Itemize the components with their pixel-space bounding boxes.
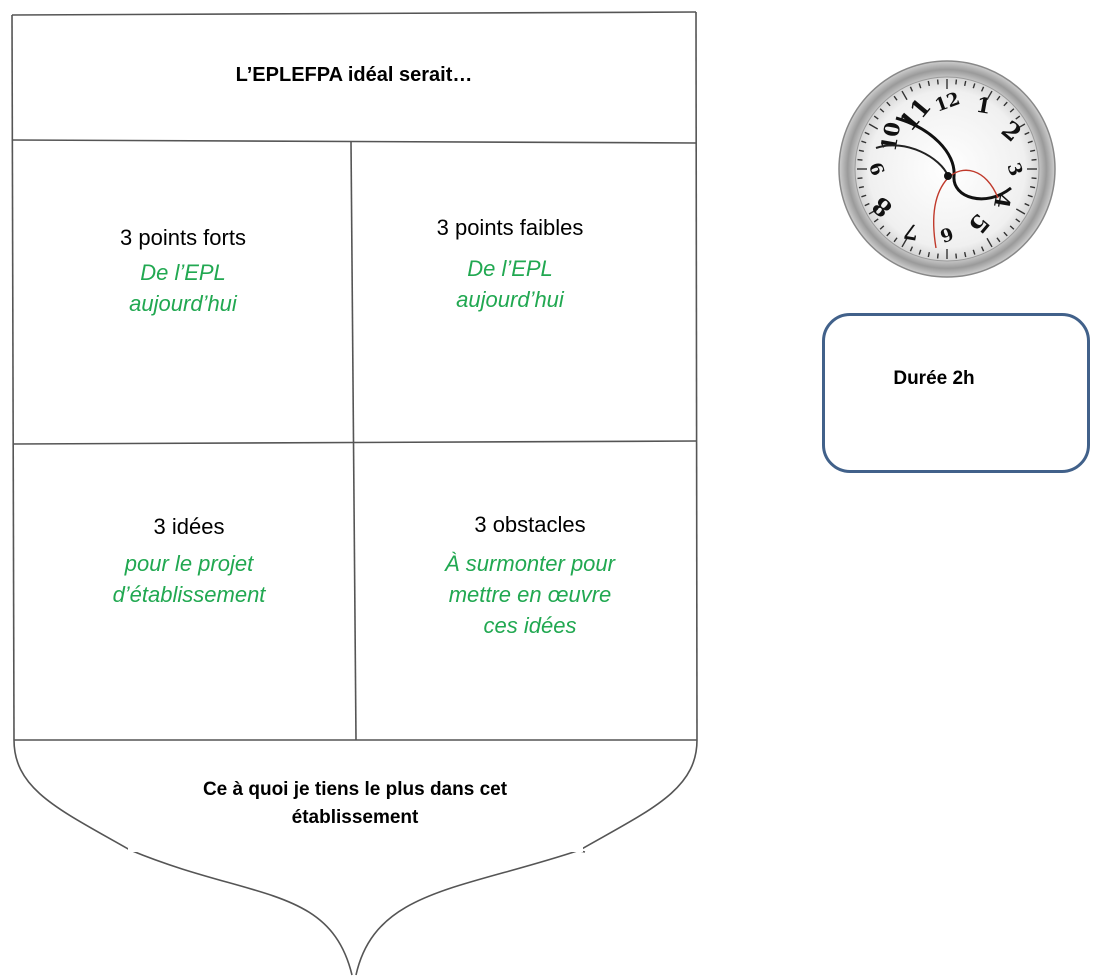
clock-tick	[879, 225, 885, 230]
clock-tick	[857, 158, 863, 161]
clock-tick	[861, 194, 867, 198]
cell-ideas-subtitle: pour le projet d’établissement	[14, 548, 364, 610]
clock-tick	[986, 237, 993, 248]
cell-weaknesses: 3 points faibles De l’EPL aujourd’hui	[330, 213, 690, 315]
clock-tick	[873, 218, 879, 223]
cell-strengths-title: 3 points forts	[120, 225, 246, 250]
clock-tick	[873, 115, 879, 120]
clock-tick	[1015, 123, 1026, 130]
clock-tick	[936, 253, 939, 259]
middle-divider	[12, 440, 698, 445]
clock-tick	[1003, 101, 1008, 107]
clock-tick	[1027, 194, 1033, 198]
clock-tick	[1015, 218, 1021, 223]
clock-tick	[918, 249, 922, 255]
clock-tick	[1015, 208, 1026, 215]
clock-tick	[986, 90, 993, 101]
clock-tick	[918, 83, 922, 89]
clock-tick	[927, 80, 931, 87]
clock-tick	[909, 246, 914, 252]
shield-top-border	[11, 11, 697, 16]
cell-weaknesses-subtitle-line: De l’EPL	[467, 256, 553, 281]
clock-tick	[1031, 177, 1037, 180]
clock-tick	[955, 253, 958, 259]
clock-tick	[963, 80, 967, 87]
cell-ideas-subtitle-line: d’établissement	[112, 582, 266, 607]
clock-tick	[927, 251, 931, 258]
clock-tick	[972, 249, 976, 255]
cell-strengths-subtitle-line: De l’EPL	[140, 260, 226, 285]
clock-tick	[864, 202, 870, 207]
clock-tick	[868, 123, 879, 130]
clock-number: 7	[902, 218, 921, 245]
cell-obstacles-subtitle-line: ces idées	[483, 613, 577, 638]
cell-obstacles: 3 obstacles À surmonter pour mettre en œ…	[360, 510, 700, 641]
clock-tick	[955, 79, 958, 85]
clock-tick	[1024, 202, 1030, 207]
clock-tick	[1015, 115, 1021, 120]
clock-tick	[1029, 149, 1036, 153]
cell-weaknesses-subtitle-line: aujourd’hui	[456, 287, 564, 312]
shield-bottom-line: Ce à quoi je tiens le plus dans cet	[202, 779, 508, 800]
duration-label: Durée 2h	[893, 368, 975, 389]
cell-ideas-subtitle-line: pour le projet	[124, 551, 254, 576]
clock-tick	[886, 101, 891, 107]
clock-number: 1	[974, 92, 993, 119]
cell-obstacles-subtitle: À surmonter pour mettre en œuvre ces idé…	[360, 548, 700, 641]
clock-tick	[893, 95, 898, 101]
clock-tick	[1027, 140, 1033, 144]
clock-tick	[936, 79, 939, 85]
shield-bottom-line: établissement	[291, 807, 419, 828]
shield-left-curve	[13, 739, 353, 976]
shield-right-border	[695, 11, 698, 741]
clock-tick	[1009, 108, 1015, 113]
cell-weaknesses-subtitle: De l’EPL aujourd’hui	[330, 253, 690, 315]
clock-tick	[858, 185, 865, 189]
clock-tick	[1003, 231, 1008, 237]
cell-strengths-subtitle: De l’EPL aujourd’hui	[14, 257, 352, 319]
cell-weaknesses-title: 3 points faibles	[436, 215, 584, 240]
clock-tick	[858, 149, 865, 153]
shield-right-curve	[355, 739, 698, 976]
clock-tick	[980, 86, 985, 92]
clock-tick	[980, 246, 985, 252]
shield-left-border	[11, 14, 15, 741]
clock-tick	[886, 231, 891, 237]
cell-obstacles-subtitle-line: mettre en œuvre	[448, 582, 612, 607]
clock-tick	[861, 140, 867, 144]
clock-tick	[868, 208, 879, 215]
clock-tick	[1029, 185, 1036, 189]
cell-obstacles-subtitle-line: À surmonter pour	[445, 551, 615, 576]
clock-tick	[996, 95, 1001, 101]
clock-tick	[864, 131, 870, 136]
clock-tick	[1031, 158, 1037, 161]
clock-tick	[1024, 131, 1030, 136]
shield-bottom-text: Ce à quoi je tiens le plus dans cet étab…	[60, 776, 650, 832]
clock-tick	[901, 237, 908, 248]
title-divider	[11, 139, 697, 144]
clock-tick	[879, 108, 885, 113]
cell-ideas-title: 3 idées	[153, 514, 225, 539]
clock-tick	[996, 237, 1001, 243]
clock-tick	[857, 177, 863, 180]
duration-box: Durée 2h	[822, 313, 1090, 473]
cell-obstacles-title: 3 obstacles	[474, 512, 586, 537]
shield-title: L’EPLEFPA idéal serait…	[235, 64, 473, 86]
cell-strengths: 3 points forts De l’EPL aujourd’hui	[14, 223, 352, 319]
cell-ideas: 3 idées pour le projet d’établissement	[14, 512, 364, 610]
clock-tick	[1009, 225, 1015, 230]
clock-tick	[901, 90, 908, 101]
cell-strengths-subtitle-line: aujourd’hui	[129, 291, 237, 316]
clock-tick	[909, 86, 914, 92]
center-divider	[350, 141, 357, 741]
clock-tick	[893, 237, 898, 243]
clock-tick	[963, 251, 967, 258]
clock-tick	[972, 83, 976, 89]
